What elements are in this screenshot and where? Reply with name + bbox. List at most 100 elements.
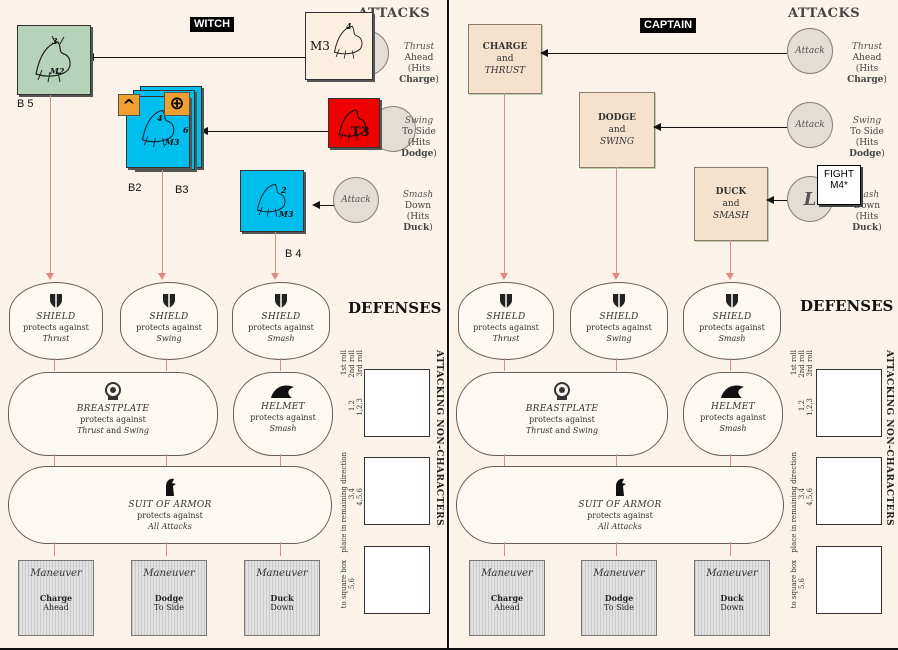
flow-line: [504, 93, 505, 275]
maneuver-dodge[interactable]: Maneuver Dodge To Side: [581, 560, 657, 636]
range-label: 3,4: [348, 488, 356, 500]
maneuver-action: Charge: [39, 593, 73, 603]
roll-label: 3rd roll: [356, 350, 364, 377]
defense-target: Smash: [267, 334, 295, 343]
rule-note: to square box: [340, 560, 348, 609]
noncharacter-box-3[interactable]: [816, 546, 882, 614]
maneuver-dodge[interactable]: Maneuver Dodge To Side: [131, 560, 207, 636]
caret-up-icon[interactable]: ^: [118, 94, 140, 116]
maneuver-action: Charge: [490, 593, 524, 603]
monster-icon: [256, 183, 286, 217]
flow-arrowhead: [612, 273, 620, 280]
maneuver-title: Maneuver: [706, 568, 758, 579]
armor-icon: [166, 478, 176, 496]
maneuver-duck[interactable]: Maneuver Duck Down: [694, 560, 770, 636]
monster-counter-t3[interactable]: T3: [328, 98, 380, 148]
attack-circle-smash[interactable]: Attack: [333, 177, 379, 223]
defense-desc: protects against: [250, 413, 316, 422]
defense-title: BREASTPLATE: [76, 404, 150, 414]
defense-desc: protects against: [700, 413, 766, 422]
maneuver-title: Maneuver: [593, 568, 645, 579]
shield-swing[interactable]: SHIELD protects against Swing: [120, 282, 218, 360]
noncharacter-box-1[interactable]: [816, 369, 882, 437]
counter-label: M3: [165, 137, 180, 147]
counter-top-number: 4: [346, 21, 352, 31]
maneuver-action: Dodge: [604, 593, 634, 603]
suit-of-armor-defense[interactable]: SUIT OF ARMOR protects against All Attac…: [456, 466, 784, 544]
noncharacter-box-2[interactable]: [816, 457, 882, 525]
maneuver-title: Maneuver: [143, 568, 195, 579]
defense-desc: protects against: [248, 323, 314, 332]
attack-circle-thrust[interactable]: Attack: [787, 28, 833, 74]
range-label: 1,2,3: [806, 398, 814, 416]
flow-line: [730, 542, 731, 556]
maneuver-title: Maneuver: [481, 568, 533, 579]
defense-target: Swing: [156, 334, 182, 343]
breastplate-icon: [554, 382, 570, 400]
monster-counter-m2[interactable]: 3 M2: [17, 25, 91, 95]
shield-thrust[interactable]: SHIELD protects against Thrust: [9, 282, 103, 360]
breastplate-defense[interactable]: BREASTPLATE protects against Thrust and …: [8, 372, 218, 456]
suit-of-armor-defense[interactable]: SUIT OF ARMOR protects against All Attac…: [8, 466, 332, 544]
flow-line: [504, 358, 505, 371]
counter-side-number: 6: [183, 125, 189, 135]
crosshair-icon[interactable]: ⊕: [164, 92, 190, 116]
maneuver-action: Duck: [720, 593, 744, 603]
noncharacter-box-1[interactable]: [364, 369, 430, 437]
helmet-icon: [271, 385, 294, 398]
chit-action: FIGHT: [824, 169, 854, 180]
attacks-title: ATTACKS: [788, 6, 861, 21]
defense-desc: protects against: [136, 323, 202, 332]
defense-title: SHIELD: [712, 312, 752, 322]
shield-thrust[interactable]: SHIELD protects against Thrust: [458, 282, 554, 360]
noncharacter-box-3[interactable]: [364, 546, 430, 614]
range-label: 1,2: [798, 400, 806, 412]
flow-line: [166, 454, 167, 466]
monster-counter-m3-stack[interactable]: 4 M3 6: [126, 96, 190, 168]
shield-smash[interactable]: SHIELD protects against Smash: [683, 282, 781, 360]
maneuver-charge[interactable]: Maneuver Charge Ahead: [469, 560, 545, 636]
defense-title: HELMET: [261, 402, 305, 412]
rule-note: to square box: [790, 560, 798, 609]
chit-value: M4*: [830, 180, 848, 191]
monster-counter-m3-attack[interactable]: 4 M3: [305, 12, 373, 80]
defense-target: Thrust: [42, 334, 70, 343]
defense-title: SHIELD: [149, 312, 189, 322]
monster-counter-m3-box4[interactable]: 2 M3: [240, 170, 304, 232]
maneuver-action: Dodge: [154, 593, 184, 603]
noncharacter-box-2[interactable]: [364, 457, 430, 525]
counter-top-number: 2: [281, 185, 287, 195]
flow-arrowhead: [158, 273, 166, 280]
maneuver-charge[interactable]: Maneuver Charge Ahead: [18, 560, 94, 636]
defense-desc: protects against: [23, 323, 89, 332]
maneuver-duck[interactable]: Maneuver Duck Down: [244, 560, 320, 636]
arrowhead: [200, 127, 208, 135]
shield-smash[interactable]: SHIELD protects against Smash: [232, 282, 330, 360]
rule-note: place in remaining direction: [340, 452, 348, 553]
arrowhead: [653, 123, 661, 131]
flow-line: [162, 170, 163, 275]
breastplate-defense[interactable]: BREASTPLATE protects against Thrust and …: [456, 372, 668, 456]
flow-line: [616, 358, 617, 371]
fight-chit[interactable]: FIGHT M4*: [817, 165, 861, 205]
attack-arrow-smash: [318, 205, 334, 206]
maneuver-title: Maneuver: [30, 568, 82, 579]
flow-line: [280, 358, 281, 371]
attack-circle-swing[interactable]: Attack: [787, 102, 833, 148]
defense-target: Smash: [269, 424, 297, 433]
armor-icon: [616, 478, 626, 496]
helmet-defense[interactable]: HELMET protects against Smash: [683, 372, 783, 456]
defense-title: SHIELD: [261, 312, 301, 322]
helmet-defense[interactable]: HELMET protects against Smash: [233, 372, 333, 456]
shield-swing[interactable]: SHIELD protects against Swing: [570, 282, 668, 360]
flow-line: [730, 454, 731, 466]
flow-line: [50, 95, 51, 275]
